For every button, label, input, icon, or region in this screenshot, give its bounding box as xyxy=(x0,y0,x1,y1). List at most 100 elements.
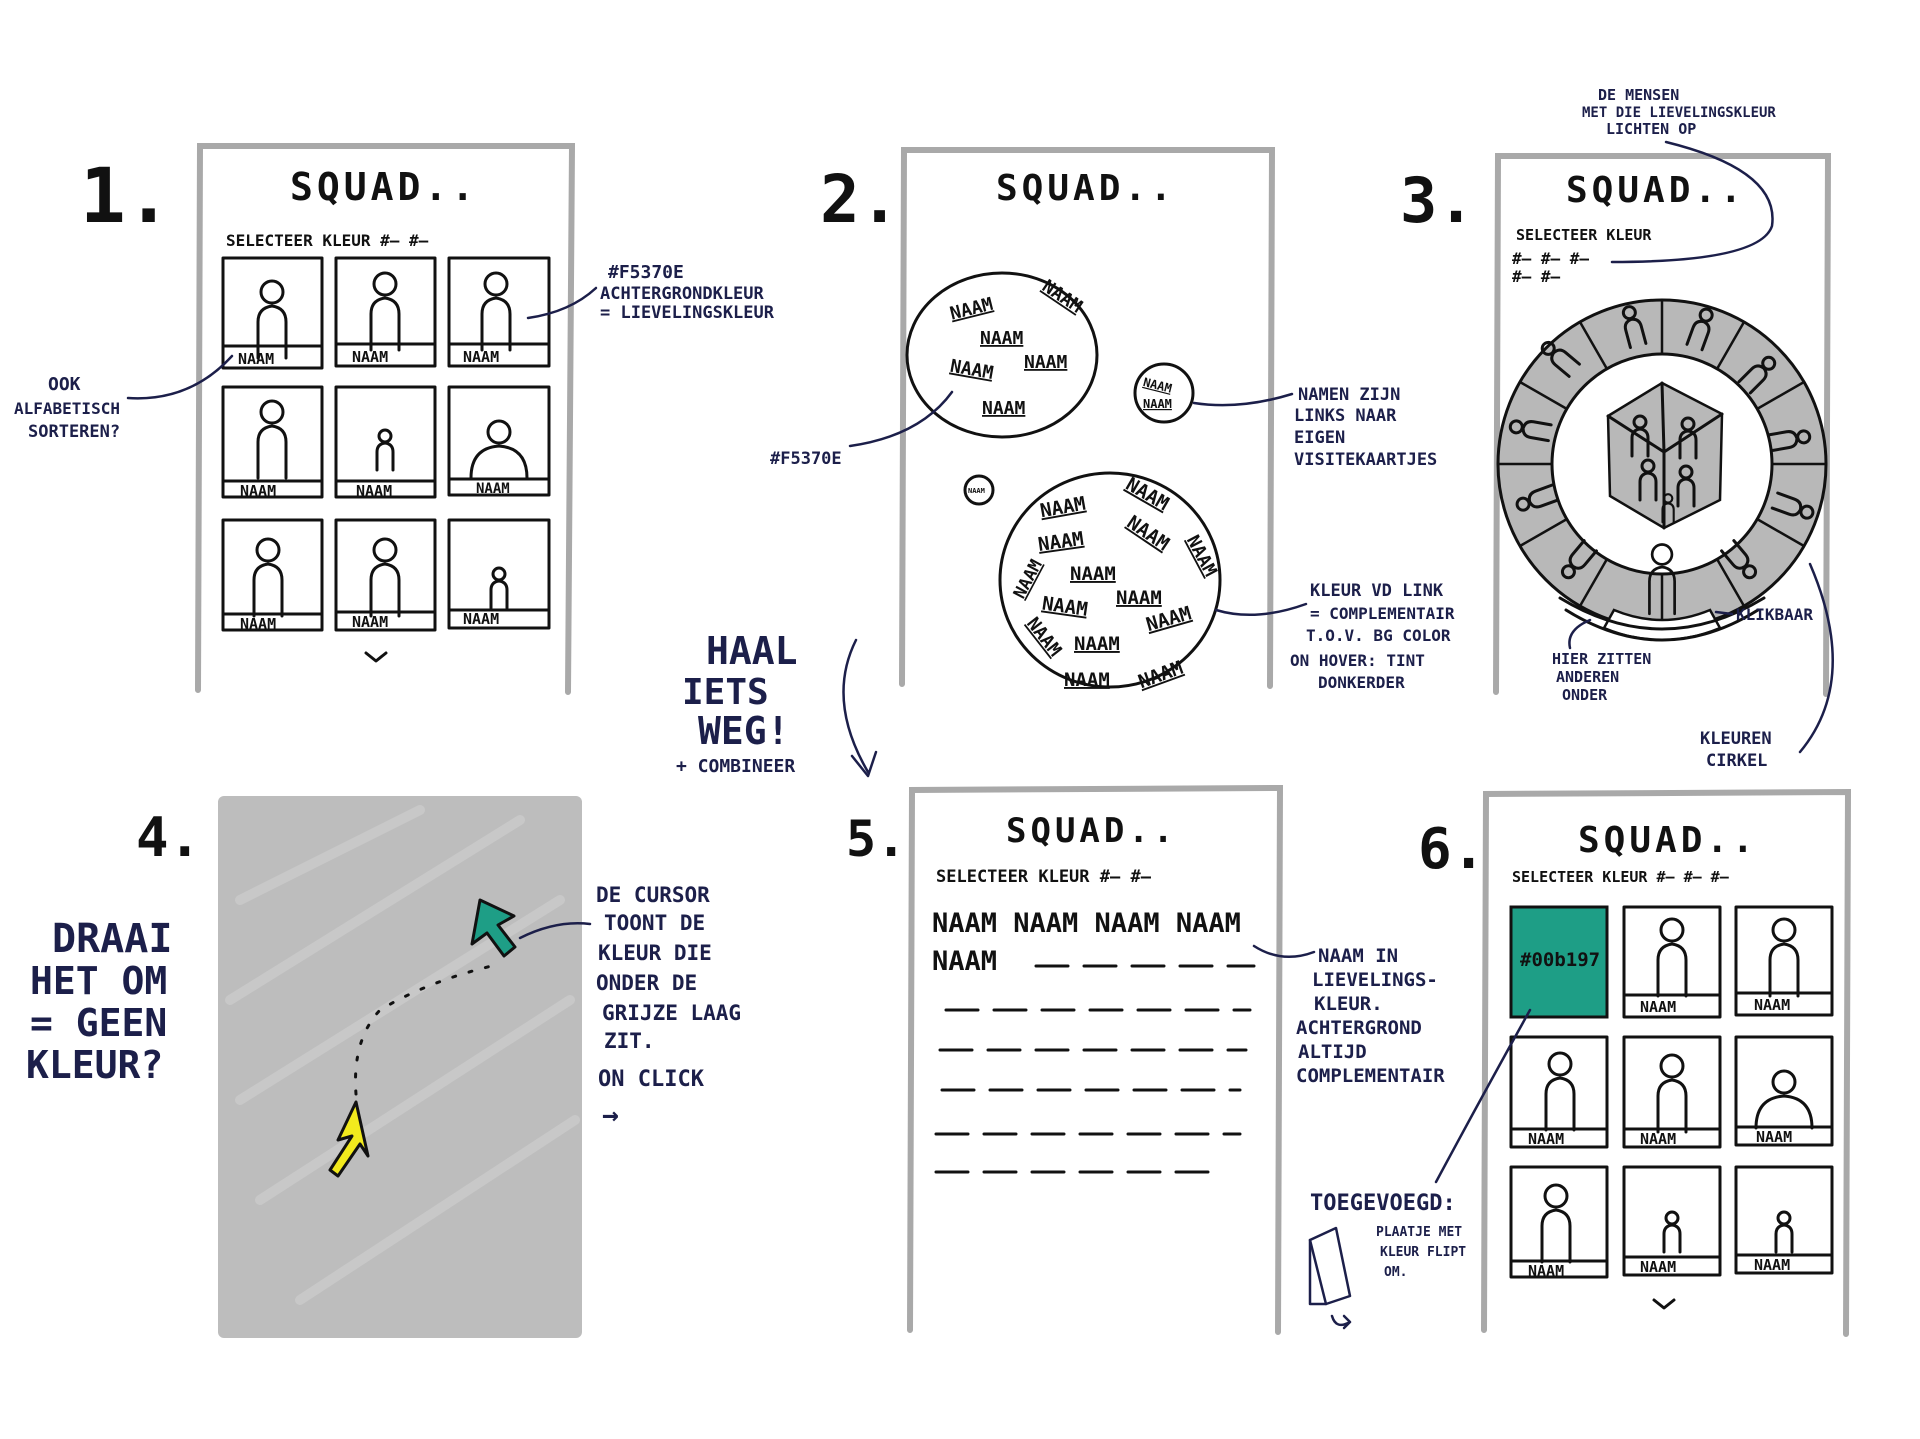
profile-card[interactable]: NAAM xyxy=(1509,1165,1609,1280)
name-link[interactable]: NAAM xyxy=(1041,593,1089,621)
name-link[interactable]: NAAM xyxy=(1024,352,1068,373)
haal-iets-weg-note: HAAL IETS WEG! + COMBINEER xyxy=(676,629,878,778)
name-link[interactable]: NAAM xyxy=(1135,657,1186,693)
color-swatches[interactable]: #– #– xyxy=(1512,267,1561,286)
chevron-down-icon[interactable] xyxy=(1652,1298,1676,1310)
page-title: SQUAD.. xyxy=(1566,170,1746,211)
name-bubble-tiny[interactable]: NAAM xyxy=(963,474,995,506)
chevron-down-icon[interactable] xyxy=(364,651,388,663)
panel-number: 5. xyxy=(846,810,906,868)
name-list-row[interactable]: NAAM xyxy=(932,946,997,977)
annotation: SORTEREN? xyxy=(28,422,120,442)
profile-card[interactable]: NAAM xyxy=(1734,1165,1834,1275)
name-link[interactable]: NAAM xyxy=(1064,669,1110,691)
name-link[interactable]: NAAM xyxy=(1182,532,1221,580)
annotation: CIRKEL xyxy=(1706,751,1767,771)
profile-card[interactable]: NAAM xyxy=(221,385,324,500)
annotation: ZIT. xyxy=(604,1029,655,1053)
name-link[interactable]: NAAM xyxy=(1070,563,1116,585)
profile-card[interactable]: NAAM xyxy=(334,518,437,632)
profile-card[interactable]: NAAM xyxy=(447,256,551,368)
name-bubble[interactable]: NAAM NAAM NAAM NAAM NAAM NAAM xyxy=(905,271,1099,439)
color-select-label[interactable]: SELECTEER KLEUR #– #– xyxy=(226,231,429,250)
hex-color-label: #00b197 xyxy=(1520,949,1600,971)
card-name: NAAM xyxy=(1640,998,1676,1016)
annotation: MET DIE LIEVELINGSKLEUR xyxy=(1582,105,1776,121)
annotation: KLEUR. xyxy=(1314,993,1383,1015)
panel-number: 3. xyxy=(1400,164,1475,237)
color-swatches[interactable]: #– #– #– xyxy=(1512,249,1589,268)
annotation: → xyxy=(602,1098,619,1131)
annotation: KLEUR? xyxy=(26,1043,163,1087)
annotation: = COMPLEMENTAIR xyxy=(1310,604,1455,623)
annotation: VISITEKAARTJES xyxy=(1294,450,1437,470)
name-link[interactable]: NAAM xyxy=(1038,276,1086,318)
profile-card[interactable]: NAAM xyxy=(334,256,437,368)
card-name: NAAM xyxy=(1640,1130,1676,1148)
annotation: ACHTERGRONDKLEUR xyxy=(600,284,765,304)
profile-card[interactable]: NAAM xyxy=(1734,905,1834,1017)
page-title: SQUAD.. xyxy=(996,168,1176,209)
annotation: WEG! xyxy=(698,709,790,753)
annotation: HET OM xyxy=(30,959,167,1003)
annotation: ANDEREN xyxy=(1556,668,1619,686)
profile-card[interactable]: NAAM xyxy=(1622,905,1722,1019)
name-link[interactable]: NAAM xyxy=(1116,587,1162,609)
color-select-label[interactable]: SELECTEER KLEUR #– #– #– xyxy=(1512,868,1730,886)
page-title: SQUAD.. xyxy=(1006,811,1177,851)
name-link[interactable]: NAAM xyxy=(1142,375,1173,396)
name-link[interactable]: NAAM xyxy=(1037,528,1085,556)
annotation: KLEUR VD LINK xyxy=(1310,581,1444,601)
color-select-label[interactable]: SELECTEER KLEUR #– #– xyxy=(936,867,1152,887)
card-grid: NAAM NAAM NAAM NAAM xyxy=(221,256,551,633)
name-link[interactable]: NAAM xyxy=(980,328,1024,349)
profile-card[interactable]: NAAM xyxy=(221,256,324,370)
name-link[interactable]: NAAM xyxy=(948,294,995,325)
center-cube xyxy=(1606,381,1724,530)
annotation: ON CLICK xyxy=(598,1067,705,1092)
name-link[interactable]: NAAM xyxy=(1123,511,1173,555)
panel-2: 2. SQUAD.. NAAM NAAM NAAM NAAM NAAM NAAM… xyxy=(770,147,1455,693)
profile-card[interactable]: NAAM xyxy=(334,385,437,500)
person-icon xyxy=(375,428,395,472)
name-bubble-small[interactable]: NAAM NAAM xyxy=(1133,362,1195,424)
color-wheel[interactable] xyxy=(1496,298,1828,642)
color-select-label[interactable]: SELECTEER KLEUR xyxy=(1516,226,1652,244)
card-name: NAAM xyxy=(1528,1130,1564,1148)
name-list-row[interactable]: NAAM NAAM NAAM NAAM xyxy=(932,908,1241,939)
card-name: NAAM xyxy=(352,348,388,366)
annotation: TOONT DE xyxy=(604,911,705,935)
profile-card[interactable]: NAAM xyxy=(1734,1035,1834,1147)
annotation: + COMBINEER xyxy=(676,756,795,777)
name-link[interactable]: NAAM xyxy=(982,398,1026,419)
name-link[interactable]: NAAM xyxy=(1038,493,1087,523)
profile-card[interactable]: NAAM xyxy=(447,385,551,497)
name-link[interactable]: NAAM xyxy=(1143,397,1172,411)
panel-4: 4. DRAAI HET OM = GEEN KLEUR? DE CURSOR … xyxy=(26,796,741,1338)
card-name: NAAM xyxy=(1640,1258,1676,1276)
name-link[interactable]: NAAM xyxy=(968,487,985,495)
name-bubble-large[interactable]: NAAM NAAM NAAM NAAM NAAM NAAM NAAM NAAM … xyxy=(998,471,1222,693)
annotation: DE CURSOR xyxy=(596,883,710,907)
color-card-flipped[interactable]: #00b197 xyxy=(1509,905,1609,1019)
annotation: NAMEN ZIJN xyxy=(1298,385,1400,405)
annotation: OM. xyxy=(1384,1265,1407,1280)
name-link[interactable]: NAAM xyxy=(949,356,995,384)
panel-6: 6. SQUAD.. SELECTEER KLEUR #– #– #– #00b… xyxy=(1308,788,1852,1337)
card-name: NAAM xyxy=(463,610,499,628)
profile-card[interactable]: NAAM xyxy=(1622,1035,1722,1149)
panel-number: 4. xyxy=(136,806,201,869)
name-link[interactable]: NAAM xyxy=(1074,633,1120,655)
profile-card[interactable]: NAAM xyxy=(447,518,551,630)
person-icon xyxy=(489,566,509,610)
person-icon xyxy=(369,537,401,618)
name-link[interactable]: NAAM xyxy=(1010,557,1047,603)
gray-cover-layer[interactable] xyxy=(218,796,582,1338)
profile-card[interactable]: NAAM xyxy=(1509,1035,1609,1149)
profile-card[interactable]: NAAM xyxy=(1622,1165,1722,1277)
panel-number: 2. xyxy=(820,161,899,238)
annotation: PLAATJE MET xyxy=(1376,1225,1462,1240)
annotation: LICHTEN OP xyxy=(1606,120,1696,138)
person-icon xyxy=(480,271,512,352)
profile-card[interactable]: NAAM xyxy=(221,518,324,633)
